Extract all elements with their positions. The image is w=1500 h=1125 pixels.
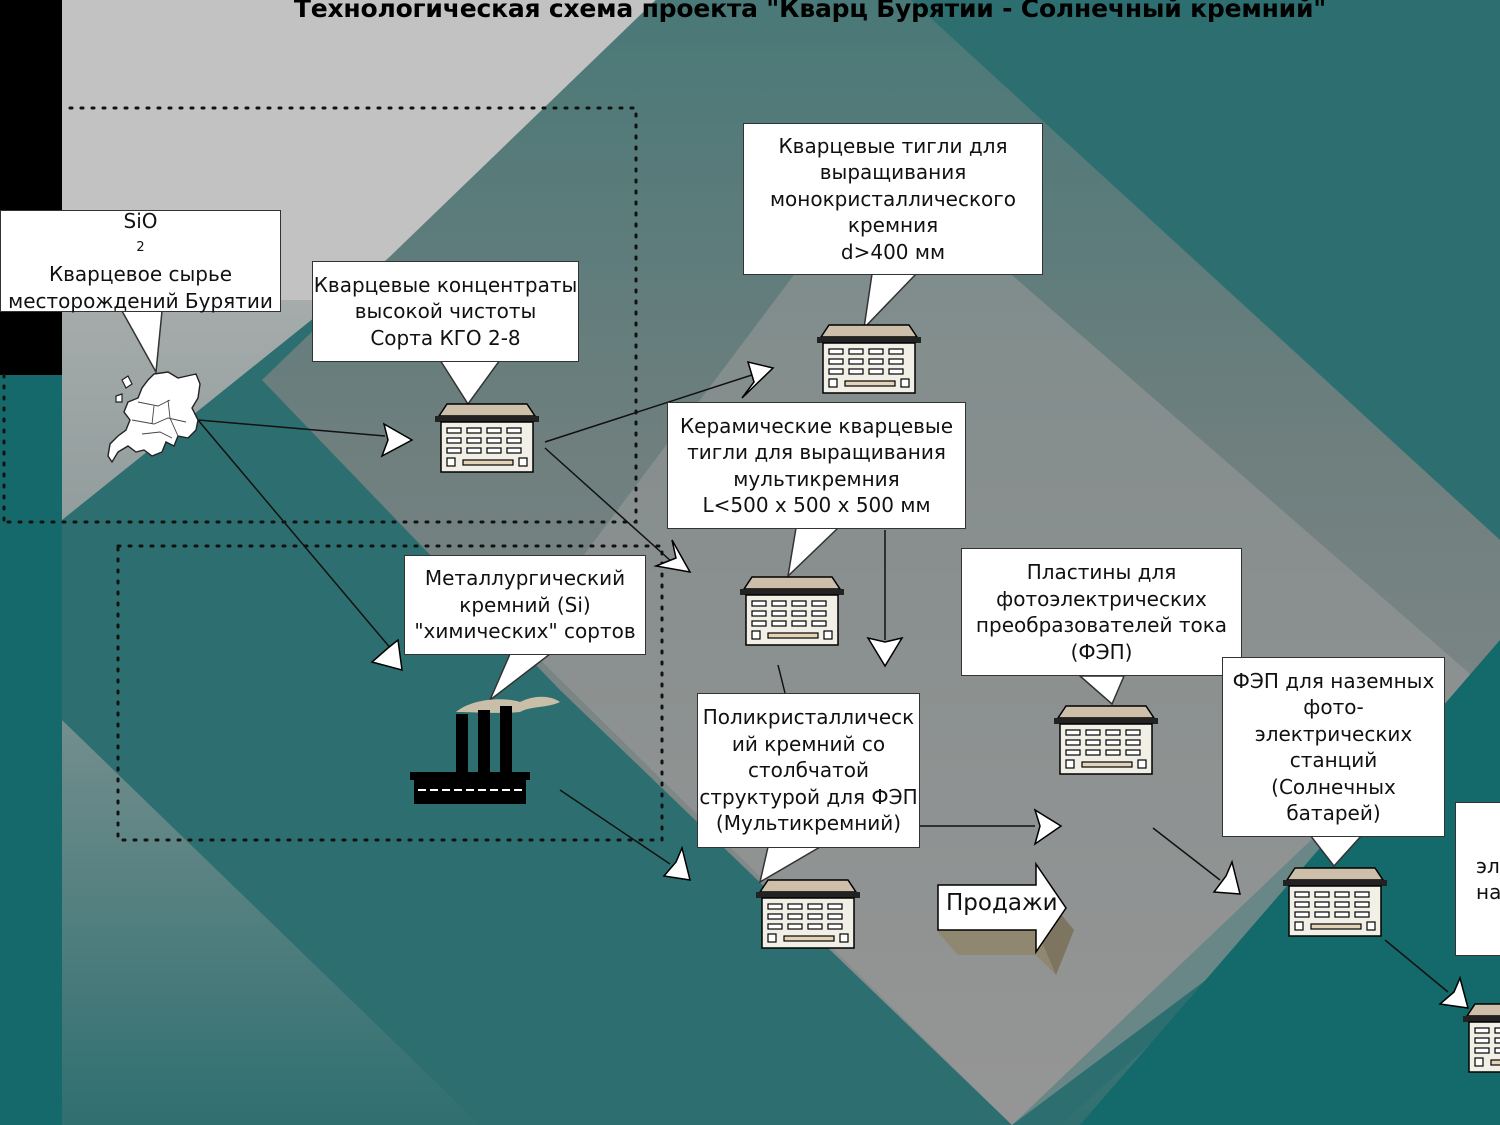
callout-line: ий кремний со [731, 731, 886, 756]
callout-ceramic-crucibles: Керамические кварцевые тигли для выращив… [667, 402, 966, 529]
dotted-region-bottom [116, 544, 664, 842]
factory-building-icon-mono [816, 324, 922, 394]
callout-line: высокой чистоты [354, 299, 537, 324]
callout-line: "химических" сортов [414, 619, 636, 644]
callout-line: Сорта КГО 2-8 [370, 325, 521, 350]
callout-metallurgical: Металлургический кремний (Si) "химически… [404, 555, 646, 655]
callout-line: (Солнечных [1271, 774, 1396, 799]
callout-line: Поликристаллическ [702, 705, 915, 730]
callout-line: Пластины для [1026, 560, 1177, 584]
callout-raw-material: SiO 2 Кварцевое сырье месторождений Бурят… [0, 209, 281, 313]
callout-line: столбчатой [748, 758, 869, 783]
callout-line: Кварцевое сырье [48, 262, 233, 286]
flow-arrow-icon [370, 360, 1470, 1009]
callout-solar-stations: ФЭП для наземных фото- электрических ста… [1222, 657, 1445, 837]
europe-map-icon [107, 371, 201, 464]
factory-building-icon-wafers [1053, 705, 1159, 775]
callout-line: монокристаллического [769, 186, 1017, 211]
callout-line: кремния [847, 213, 939, 238]
callout-line: электрических [1254, 721, 1413, 746]
callout-line: Металлургический [424, 566, 626, 591]
callout-mono-crucibles: Кварцевые тигли для выращивания монокрис… [743, 123, 1043, 275]
callout-line: тигли для выращивания [687, 440, 946, 464]
callout-line: мультикремния [733, 466, 900, 491]
factory-building-icon-cut [1462, 1003, 1500, 1073]
formula-subscript: 2 [136, 239, 145, 255]
callout-line: ФЭП для наземных [1232, 668, 1435, 693]
formula-main: SiO [123, 209, 158, 233]
callout-polysilicon: Поликристаллическ ий кремний со столбчат… [697, 693, 920, 848]
callout-line: L<500 x 500 x 500 мм [702, 493, 931, 517]
callout-cut-off: эле на [1455, 802, 1500, 956]
callout-line: на [1476, 880, 1500, 904]
callout-line: Кварцевые тигли для [778, 133, 1008, 158]
factory-building-icon-polysilicon [755, 879, 861, 949]
callout-line: (Мультикремний) [715, 811, 902, 836]
page-title: Технологическая схема проекта "Кварц Бур… [293, 0, 1327, 23]
callout-line: эле [1476, 853, 1500, 878]
callout-pointers [120, 273, 1364, 884]
callout-line: d>400 мм [840, 239, 946, 264]
factory-building-icon-ceramic [739, 576, 845, 646]
callout-line: станций [1289, 748, 1378, 772]
factory-building-icon-concentrate [434, 403, 540, 473]
callout-concentrate: Кварцевые концентраты высокой чистоты Со… [312, 261, 579, 362]
sales-label[interactable]: Продажи [946, 890, 1058, 916]
callout-line: Керамические кварцевые [679, 413, 954, 438]
dotted-region-top [2, 106, 638, 524]
sales-arrow-icon[interactable] [937, 861, 1074, 975]
callout-line: структурой для ФЭП [699, 784, 918, 809]
callout-line: преобразователей тока [975, 613, 1228, 637]
callout-line: Кварцевые концентраты [313, 272, 578, 297]
callout-line: фото- [1303, 695, 1364, 719]
callout-line: месторождений Бурятии [8, 288, 273, 313]
callout-line: кремний (Si) [459, 592, 591, 617]
callout-line: батарей) [1286, 801, 1381, 825]
callout-line: выращивания [819, 160, 967, 185]
factory-building-icon-solar [1282, 867, 1388, 937]
callout-line: (ФЭП) [1070, 639, 1133, 664]
callout-wafers: Пластины для фотоэлектрических преобразо… [961, 548, 1242, 676]
smokestack-plant-icon [410, 696, 560, 804]
connector-lines [197, 373, 1449, 993]
callout-line: фотоэлектрических [996, 586, 1207, 611]
